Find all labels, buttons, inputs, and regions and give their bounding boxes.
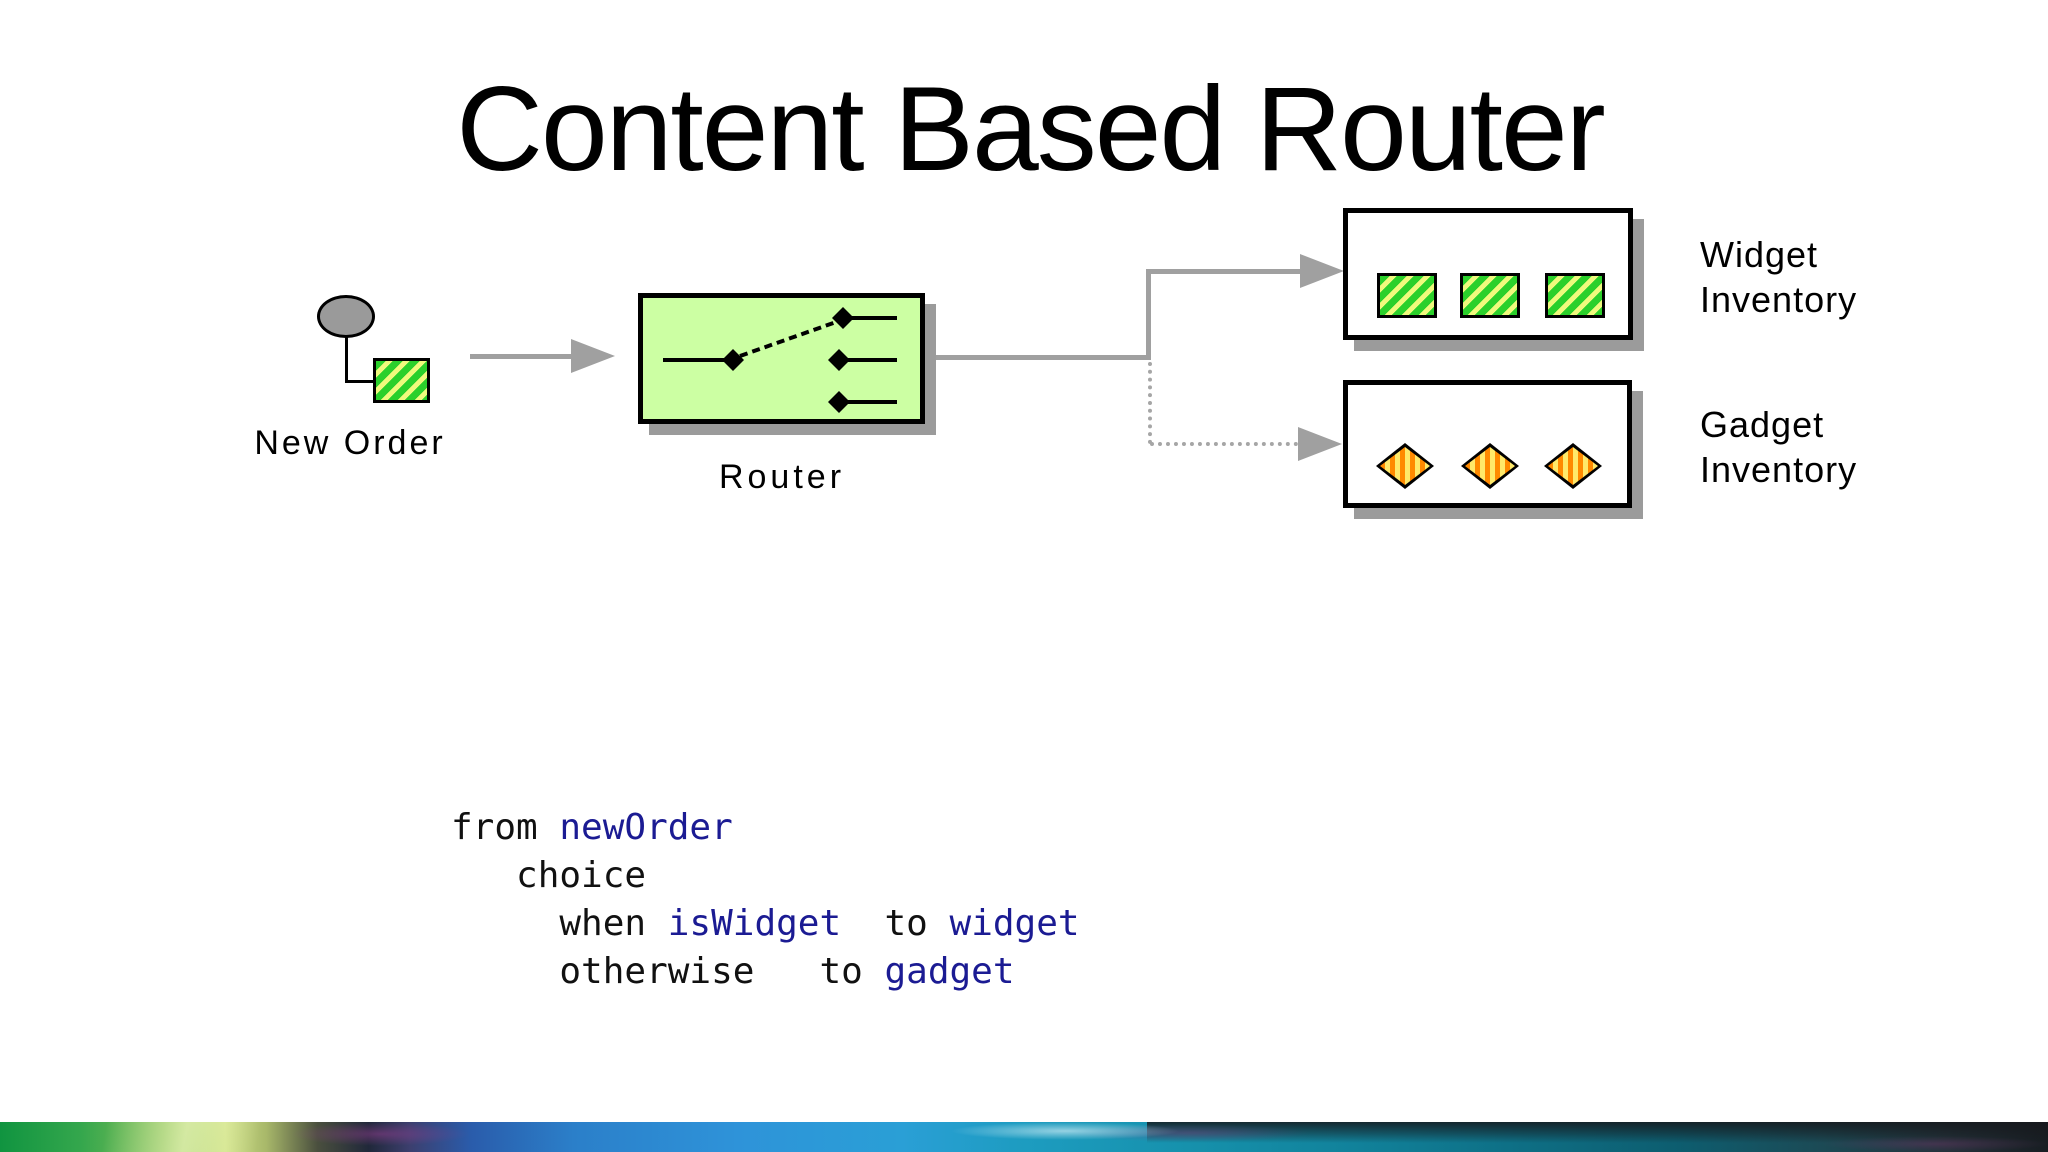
new-order-message-icon <box>373 358 430 403</box>
widget-branch-vertical-line <box>1146 269 1151 360</box>
dsl-code-block: from newOrder choice when isWidget to wi… <box>451 804 1080 996</box>
gadget-item-icon <box>1544 443 1602 489</box>
code-line: otherwise to gadget <box>451 951 1015 992</box>
code-line: choice <box>451 855 647 896</box>
gadget-item-icon <box>1461 443 1519 489</box>
gadget-inventory-box <box>1343 380 1632 508</box>
widget-inventory-label: Widget Inventory <box>1700 232 1857 322</box>
code-line: when isWidget to widget <box>451 903 1080 944</box>
gadget-inventory-label-line1: Gadget <box>1700 404 1825 445</box>
router-label: Router <box>718 458 846 496</box>
new-order-endpoint-icon <box>317 295 375 338</box>
widget-item-icon <box>1460 273 1520 318</box>
new-order-connector-vertical <box>345 336 348 383</box>
widget-branch-horizontal-line <box>1146 269 1302 274</box>
slide-title: Content Based Router <box>456 62 1605 196</box>
new-order-label: New Order <box>254 424 446 462</box>
gadget-inventory-label-line2: Inventory <box>1700 449 1858 490</box>
widget-inventory-label-line1: Widget <box>1700 234 1819 275</box>
gadget-inventory-label: Gadget Inventory <box>1700 402 1857 492</box>
gadget-branch-vertical-dotted-line <box>1148 362 1152 444</box>
gadget-arrowhead-icon <box>1298 427 1342 461</box>
code-identifier: widget <box>949 903 1080 944</box>
code-identifier: isWidget <box>667 903 842 944</box>
code-identifier: gadget <box>884 951 1015 992</box>
widget-item-icon <box>1545 273 1605 318</box>
widget-inventory-box <box>1343 208 1633 340</box>
code-identifier: newOrder <box>559 807 733 848</box>
input-arrow-line <box>470 354 574 359</box>
widget-inventory-label-line2: Inventory <box>1700 279 1858 320</box>
code-line: from newOrder <box>451 807 733 848</box>
bottom-gradient-strip <box>0 1122 2048 1152</box>
router-switch-icon <box>663 307 897 413</box>
widget-item-icon <box>1377 273 1437 318</box>
router-box <box>638 293 925 424</box>
input-arrowhead-icon <box>571 339 615 373</box>
router-output-line <box>936 355 1150 360</box>
gadget-branch-horizontal-dotted-line <box>1150 442 1298 446</box>
gadget-item-icon <box>1376 443 1434 489</box>
new-order-connector-horizontal <box>345 380 375 383</box>
widget-arrowhead-icon <box>1300 254 1344 288</box>
